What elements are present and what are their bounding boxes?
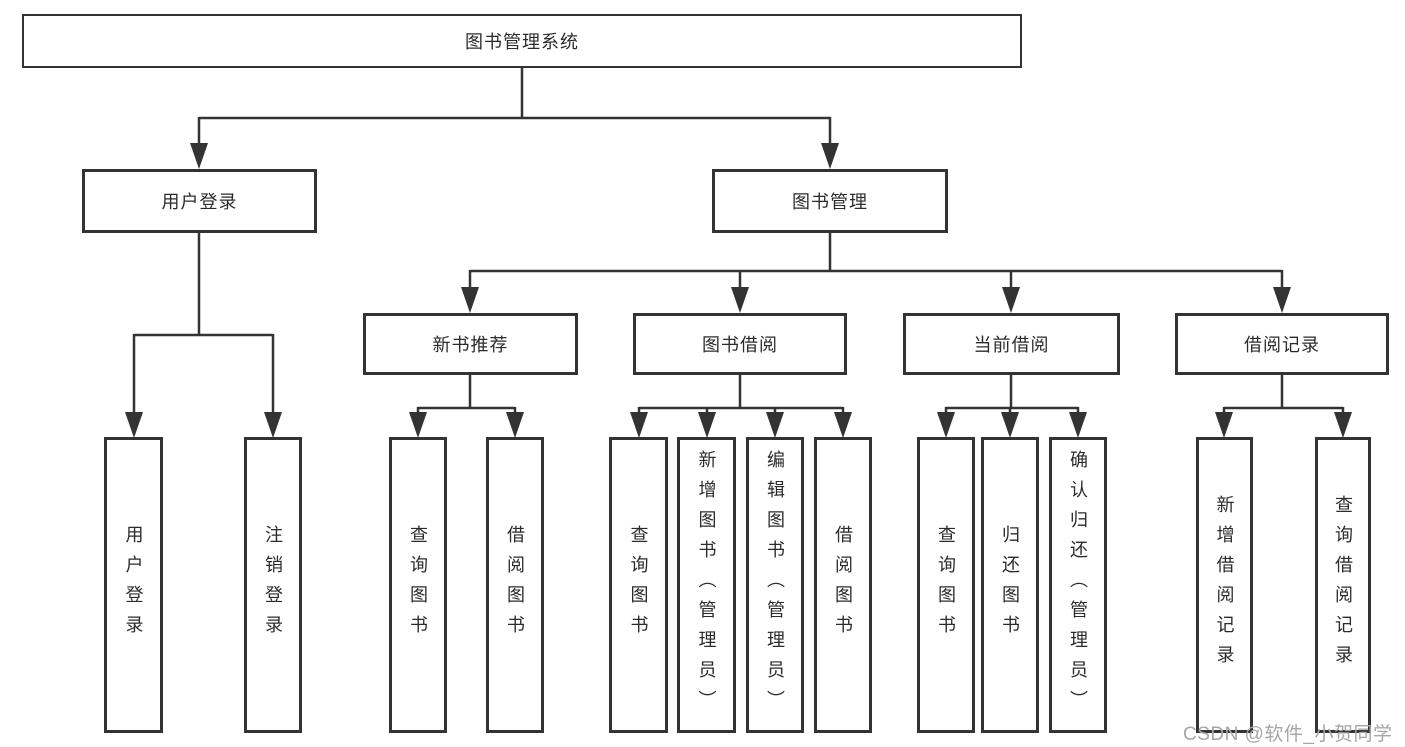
arrow-down-icon	[731, 287, 749, 313]
arrow-down-icon	[461, 287, 479, 313]
arrow-down-icon	[264, 412, 282, 438]
connector-path	[468, 233, 1284, 288]
arrow-down-icon	[1334, 412, 1352, 438]
leaf-edit-books-admin: 编辑图书（管理员）	[746, 437, 804, 733]
leaf-label: 注销登录	[263, 525, 283, 645]
arrow-down-icon	[821, 143, 839, 169]
arrow-down-icon	[1069, 412, 1087, 438]
node-label: 图书借阅	[702, 335, 778, 355]
leaf-user-login: 用户登录	[104, 437, 163, 733]
leaf-logout: 注销登录	[244, 437, 302, 733]
leaf-label: 借阅图书	[505, 525, 525, 645]
connector-path	[132, 233, 275, 413]
leaf-query-books-current: 查询图书	[917, 437, 975, 733]
connector-path	[1222, 375, 1345, 413]
leaf-label: 确认归还（管理员）	[1068, 450, 1088, 720]
leaf-query-borrow-record: 查询借阅记录	[1315, 437, 1371, 733]
connector-path	[944, 375, 1080, 413]
arrow-down-icon	[1002, 287, 1020, 313]
leaf-label: 用户登录	[123, 525, 144, 645]
leaf-label: 编辑图书（管理员）	[765, 450, 785, 720]
connector-path	[197, 68, 832, 144]
leaf-label: 新增图书（管理员）	[696, 450, 717, 720]
connector-path	[637, 375, 845, 413]
node-label: 图书管理系统	[465, 32, 579, 52]
node-current-borrow: 当前借阅	[903, 313, 1120, 375]
leaf-label: 查询借阅记录	[1333, 495, 1353, 675]
arrow-down-icon	[630, 412, 648, 438]
leaf-confirm-return-admin: 确认归还（管理员）	[1049, 437, 1107, 733]
arrow-down-icon	[698, 412, 716, 438]
node-label: 图书管理	[792, 192, 868, 212]
leaf-add-books-admin: 新增图书（管理员）	[677, 437, 736, 733]
leaf-borrow-books: 借阅图书	[814, 437, 872, 733]
csdn-watermark: CSDN @软件_小贺同学	[1183, 724, 1393, 745]
leaf-add-borrow-record: 新增借阅记录	[1196, 437, 1253, 733]
leaf-label: 归还图书	[1000, 525, 1020, 645]
leaf-label: 查询图书	[408, 525, 428, 645]
node-book-management: 图书管理	[712, 169, 948, 233]
leaf-label: 查询图书	[628, 525, 649, 645]
arrow-down-icon	[1215, 412, 1233, 438]
node-borrow-records: 借阅记录	[1175, 313, 1389, 375]
arrow-down-icon	[1273, 287, 1291, 313]
arrow-down-icon	[834, 412, 852, 438]
leaf-label: 查询图书	[936, 525, 956, 645]
arrow-down-icon	[125, 412, 143, 438]
leaf-label: 借阅图书	[833, 525, 853, 645]
arrow-down-icon	[506, 412, 524, 438]
arrow-down-icon	[1001, 412, 1019, 438]
arrow-down-icon	[190, 143, 208, 169]
leaf-query-books-recommend: 查询图书	[389, 437, 447, 733]
arrow-down-icon	[937, 412, 955, 438]
node-library-system: 图书管理系统	[22, 14, 1022, 68]
leaf-label: 新增借阅记录	[1214, 495, 1235, 675]
node-label: 借阅记录	[1244, 335, 1320, 355]
node-label: 当前借阅	[973, 335, 1050, 355]
leaf-query-books-borrow: 查询图书	[609, 437, 668, 733]
arrow-down-icon	[766, 412, 784, 438]
node-user-login: 用户登录	[82, 169, 317, 233]
leaf-borrow-books-recommend: 借阅图书	[486, 437, 544, 733]
node-new-book-recommend: 新书推荐	[363, 313, 578, 375]
node-label: 用户登录	[161, 192, 238, 212]
leaf-return-books: 归还图书	[981, 437, 1039, 733]
node-book-borrow: 图书借阅	[633, 313, 847, 375]
node-label: 新书推荐	[432, 335, 509, 355]
connector-path	[416, 375, 517, 413]
arrow-down-icon	[409, 412, 427, 438]
